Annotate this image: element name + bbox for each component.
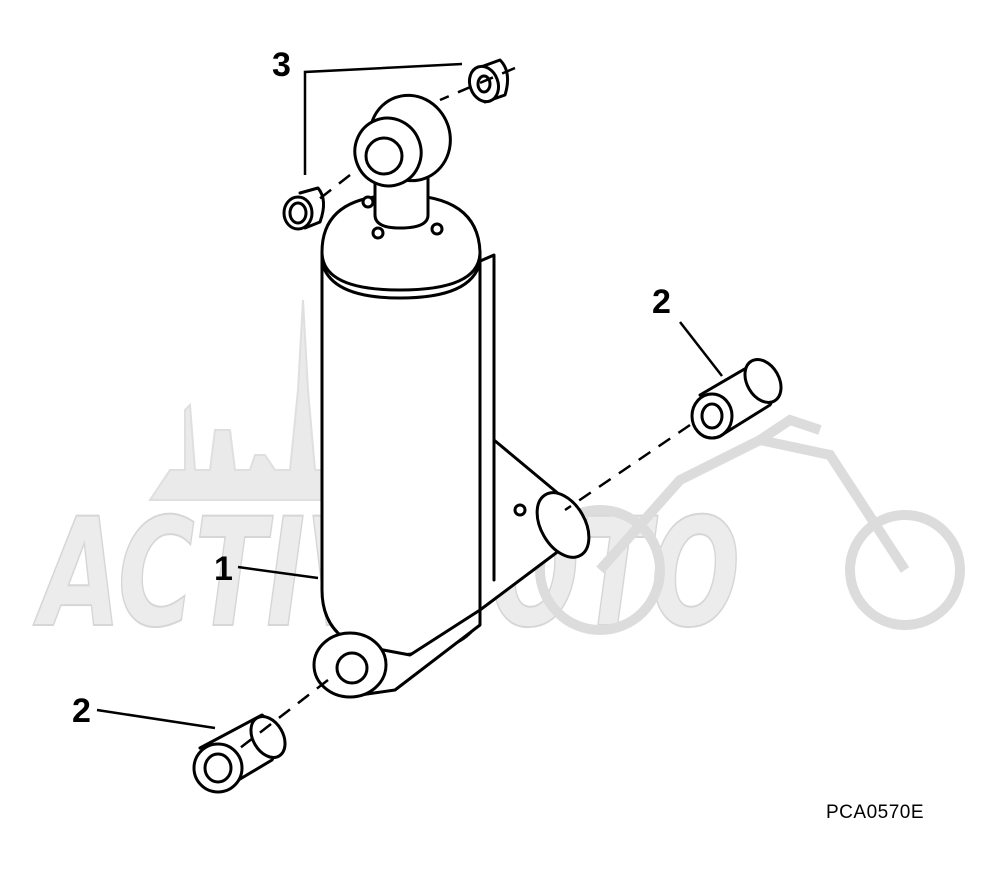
callout-3: 3 <box>272 46 291 84</box>
bushing-3-lower <box>282 186 325 231</box>
cap-hole-3 <box>430 222 444 236</box>
bracket-boss-right <box>535 491 591 559</box>
bushing-3-upper <box>467 58 510 104</box>
bushing-2-right <box>690 358 783 440</box>
centerlines <box>239 66 691 749</box>
cap-hole-2 <box>371 226 385 240</box>
callout-1: 1 <box>214 550 233 588</box>
callout-2-right: 2 <box>652 283 671 321</box>
cylinder-cap-edge <box>320 260 482 300</box>
leader-2-right <box>679 321 723 377</box>
bushing-2-left <box>192 713 287 794</box>
leader-3 <box>303 62 463 175</box>
watermark-motorcycle <box>535 414 965 635</box>
centerline-left <box>239 679 329 749</box>
lower-eye-bore <box>335 651 369 685</box>
leader-2-left <box>96 708 216 730</box>
drawing-code: PCA0570E <box>826 802 925 823</box>
centerline-upper-lower <box>317 174 351 201</box>
callout-2-left: 2 <box>72 692 91 730</box>
bracket-hole <box>513 503 527 517</box>
leader-lines <box>96 62 723 730</box>
leader-1 <box>237 565 319 580</box>
cap-hole-1 <box>361 195 375 209</box>
cylinder-body <box>320 250 482 657</box>
mounting-bracket <box>476 253 562 612</box>
centerline-right <box>564 423 691 512</box>
cylinder-cap <box>320 193 482 292</box>
centerline-upper <box>439 66 516 102</box>
upper-eye-bore <box>364 136 404 176</box>
